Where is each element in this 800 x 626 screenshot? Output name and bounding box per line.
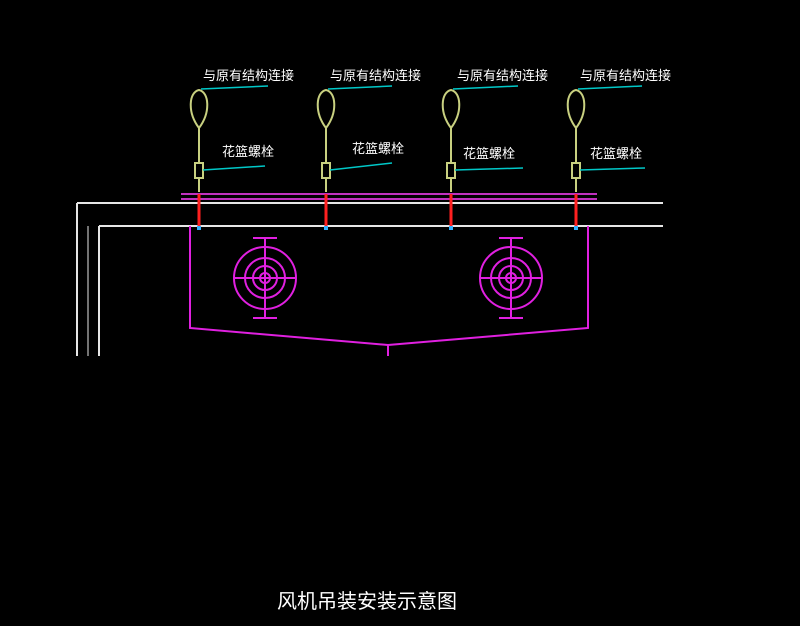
turnbuckle-label: 花篮螺栓 <box>463 146 515 162</box>
connection-leader <box>577 85 643 90</box>
diagram-title: 风机吊装安装示意图 <box>277 589 457 613</box>
turnbuckle <box>571 162 581 179</box>
connection-label: 与原有结构连接 <box>457 68 548 84</box>
fan-icon <box>233 237 297 319</box>
turnbuckle-label: 花篮螺栓 <box>352 141 404 157</box>
hanger-assembly <box>566 88 586 230</box>
rod-clamp <box>197 226 201 230</box>
wire-loop <box>441 88 461 129</box>
turnbuckle <box>194 162 204 179</box>
turnbuckle-leader <box>202 165 266 171</box>
connection-leader <box>452 85 519 90</box>
fan-icon <box>479 237 543 319</box>
wire-loop <box>189 88 209 129</box>
rod-clamp <box>324 226 328 230</box>
connection-leader <box>327 85 393 90</box>
turnbuckle-label: 花篮螺栓 <box>222 144 274 160</box>
rod-clamp <box>449 226 453 230</box>
connection-label: 与原有结构连接 <box>330 68 421 84</box>
steel-beam <box>181 193 597 200</box>
hanger-assembly <box>316 88 336 230</box>
hanger-assembly <box>189 88 209 230</box>
turnbuckle-label: 花篮螺栓 <box>590 146 642 162</box>
fan-housing <box>189 226 589 347</box>
existing-structure <box>76 202 663 356</box>
connection-leader <box>200 85 269 90</box>
connection-label: 与原有结构连接 <box>203 68 294 84</box>
connection-label: 与原有结构连接 <box>580 68 671 84</box>
wire-loop <box>566 88 586 129</box>
turnbuckle-leader <box>329 162 393 171</box>
rod-clamp <box>574 226 578 230</box>
turnbuckle-leader <box>579 167 646 171</box>
turnbuckle-leader <box>454 167 524 171</box>
turnbuckle <box>321 162 331 179</box>
turnbuckle <box>446 162 456 179</box>
hanger-assembly <box>441 88 461 230</box>
wire-loop <box>316 88 336 129</box>
